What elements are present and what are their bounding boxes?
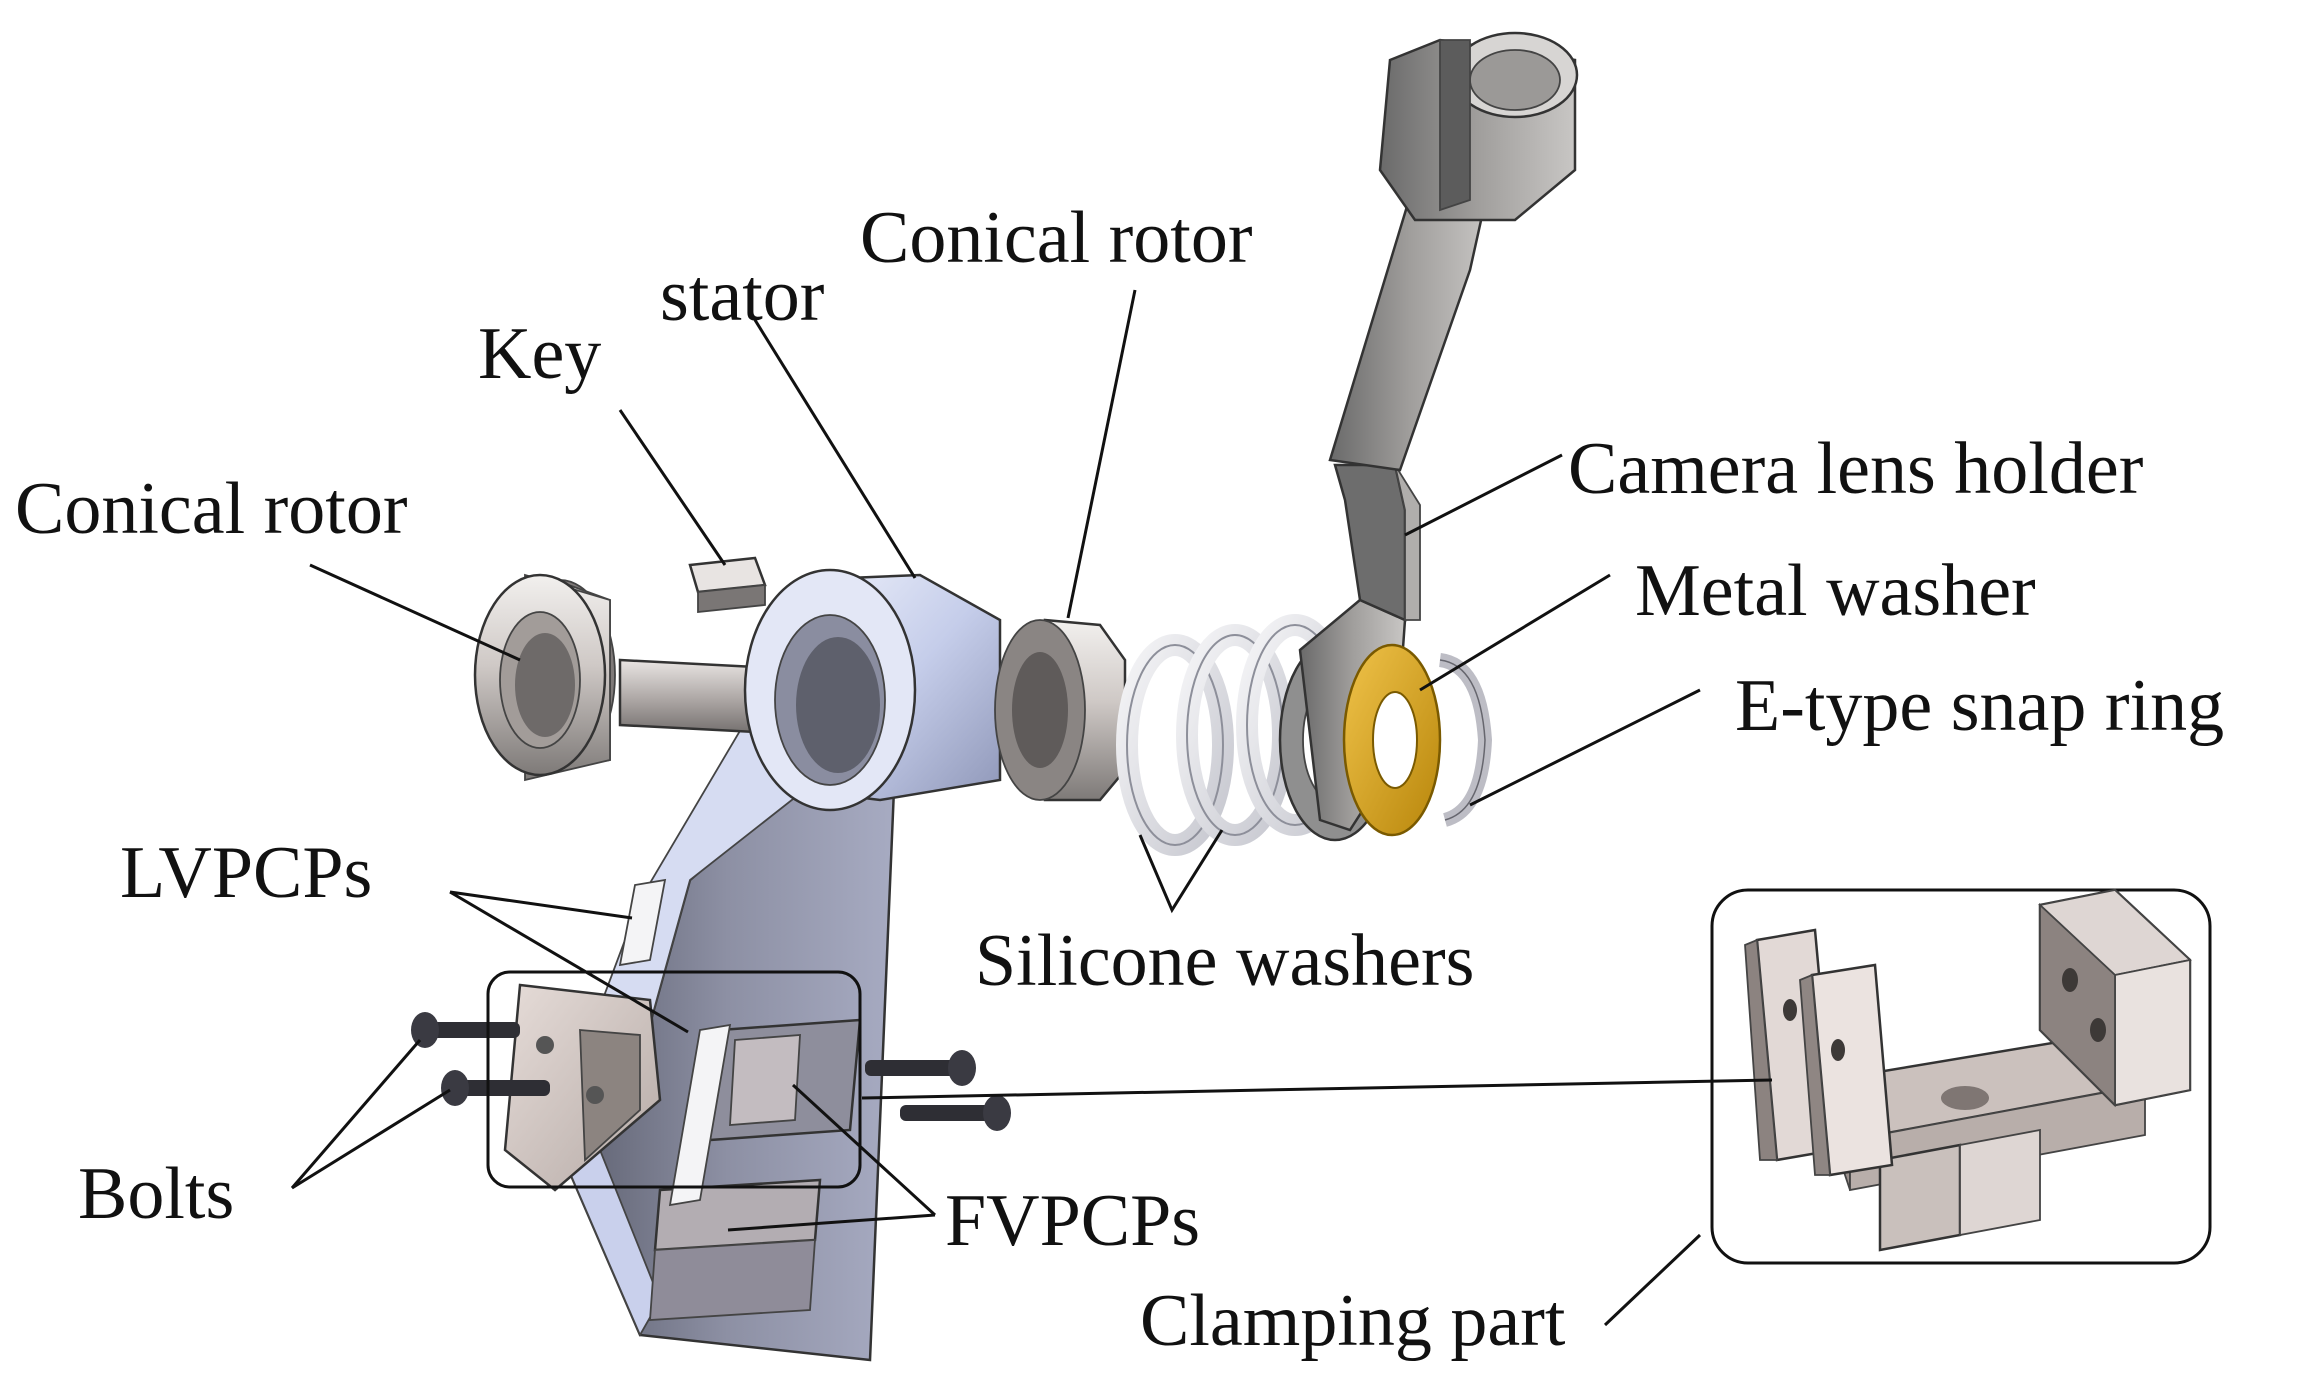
clamping-highlight-frame	[486, 970, 862, 1189]
label-camera-lens-holder: Camera lens holder	[1568, 428, 2143, 510]
leader-key	[618, 409, 727, 566]
conical-rotor-right	[994, 618, 1127, 802]
leader-e-type-snap-ring	[1469, 688, 1701, 807]
leader-metal-washer	[1419, 573, 1611, 692]
stator-ring	[743, 568, 1002, 812]
clamping-part-on-arm	[503, 983, 662, 1192]
leader-clamping-inset	[861, 1078, 1773, 1100]
inset-frame	[1710, 888, 2212, 1265]
label-e-type-snap-ring: E-type snap ring	[1735, 665, 2224, 747]
bolt-left-upper	[411, 1012, 520, 1048]
leader-fvpcps-b	[727, 1213, 936, 1232]
label-bolts: Bolts	[78, 1153, 234, 1235]
label-stator: stator	[660, 255, 824, 337]
leader-conical-rotor-left	[309, 563, 521, 662]
leader-bolts-a	[290, 1039, 422, 1189]
bolts	[411, 1012, 1011, 1131]
leader-lvpcps-a	[449, 890, 633, 920]
leader-silicone-washers	[1138, 829, 1224, 914]
label-fvpcps: FVPCPs	[945, 1180, 1200, 1262]
leader-fvpcps-a	[791, 1083, 937, 1217]
label-conical-rotor-left: Conical rotor	[15, 468, 408, 550]
labels: Conical rotor Key stator Conical rotor C…	[15, 197, 2224, 1362]
bolt-right-upper	[865, 1050, 976, 1086]
fvpcp-plates	[649, 1018, 862, 1321]
leader-camera-lens-holder	[1404, 453, 1563, 537]
clamping-part-inset	[1710, 888, 2212, 1265]
conical-rotor-left	[473, 573, 616, 782]
bolt-right-lower	[900, 1095, 1011, 1131]
label-lvpcps: LVPCPs	[120, 832, 372, 914]
label-metal-washer: Metal washer	[1635, 550, 2036, 632]
leader-clamping-part	[1603, 1233, 1702, 1327]
leader-conical-rotor-right	[1066, 289, 1137, 619]
label-clamping-part: Clamping part	[1140, 1280, 1566, 1362]
leader-lvpcps-b	[449, 890, 689, 1034]
leader-stator	[753, 319, 917, 579]
label-key: Key	[478, 313, 601, 395]
leader-lines	[290, 289, 1773, 1327]
bolt-left-lower	[441, 1070, 550, 1106]
metal-washer	[1342, 643, 1442, 837]
lvpcp-plates	[618, 878, 732, 1207]
label-silicone-washers: Silicone washers	[975, 920, 1474, 1002]
leader-bolts-b	[291, 1088, 451, 1190]
label-conical-rotor-right: Conical rotor	[860, 197, 1253, 279]
e-type-snap-ring	[1438, 653, 1493, 827]
key	[688, 556, 767, 613]
